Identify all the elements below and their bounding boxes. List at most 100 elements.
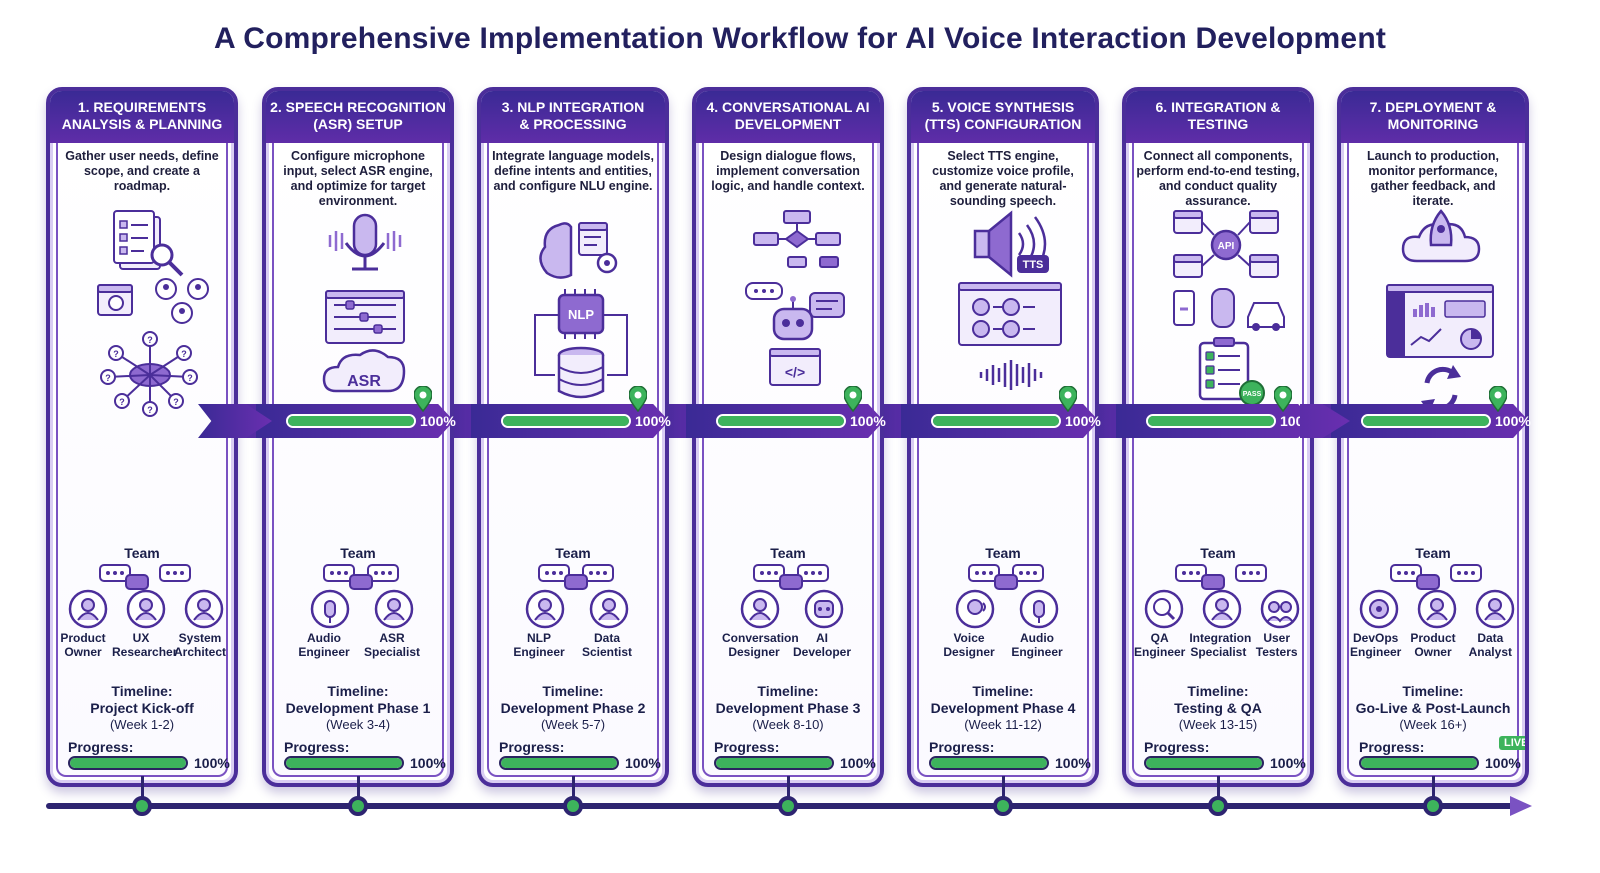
team-label: Team [770,545,806,561]
stage-illustration: ???????? [97,210,209,417]
svg-text:?: ? [181,349,187,359]
progress-bar [1144,756,1264,770]
connector-progress-value: 100% [420,413,456,429]
timeline-connector [787,776,790,800]
progress-bar [68,756,188,770]
team-member-name: Voice Designer [943,631,995,659]
timeline-phase: Development Phase 4 [930,700,1076,716]
progress-label: Progress: [284,739,350,755]
team-member-name: NLP Engineer [513,631,565,659]
connector-progress-bar [1361,414,1491,428]
stage-description: Gather user needs, define scope, and cre… [65,149,219,193]
svg-text:PASS: PASS [1243,391,1262,398]
timeline-phase: Development Phase 2 [500,700,646,716]
progress-label: Progress: [68,739,134,755]
stage-illustration: API PASS [1173,210,1285,406]
timeline-arrowhead-icon [1510,796,1532,816]
svg-text:?: ? [173,397,179,407]
timeline-milestone-marker [778,796,798,816]
timeline-connector [1217,776,1220,800]
progress-label: Progress: [499,739,565,755]
team-chat-icon [753,564,829,590]
progress-value: 100% [410,755,446,771]
connector-progress-bar [931,414,1061,428]
stage-description: Connect all components, perform end-to-e… [1136,149,1300,208]
svg-text:?: ? [147,335,153,345]
team-label: Team [985,545,1021,561]
team-members: Audio Engineer ASR Specialist [274,631,442,659]
stage-heading: 6. INTEGRATION & TESTING [1126,91,1310,143]
timeline-milestone-marker [348,796,368,816]
progress-value: 100% [194,755,230,771]
rocket-cloud-icon [1401,209,1481,263]
team-member-avatar-icon [310,589,350,634]
svg-text:TTS: TTS [1023,259,1044,271]
progress-bar-fill [501,758,617,768]
team-member-avatar-icon [955,589,995,634]
stage-card-1: 1. REQUIREMENTS ANALYSIS & PLANNING Gath… [46,87,238,787]
timeline-label: Timeline: [542,683,604,699]
timeline-connector [141,776,144,800]
stage-body: Launch to production, monitor performanc… [1347,143,1525,777]
timeline-milestone-marker [993,796,1013,816]
team-member-avatar-icon [1417,589,1457,634]
waveform-icon [979,360,1043,390]
stage-body: Connect all components, perform end-to-e… [1132,143,1306,777]
timeline-phase: Go-Live & Post-Launch [1355,700,1511,716]
team-member-avatar-icon [1475,589,1515,634]
team-member-avatar-icon [1019,589,1059,634]
timeline-milestone-marker [132,796,152,816]
nlp-chip-icon: NLP [534,289,628,376]
timeline-label: Timeline: [111,683,173,699]
team-member-name: Audio Engineer [298,631,350,659]
stage-illustration: </> [745,210,845,386]
voice-profiles-icon [958,282,1062,346]
timeline-milestone-marker [1423,796,1443,816]
stage-description: Design dialogue flows, implement convers… [711,149,865,193]
team-member-avatar-icon [804,589,844,634]
location-pin-icon [843,385,863,417]
team-member-avatar-icon [1359,589,1399,634]
progress-bar [1359,756,1479,770]
team-label: Team [1200,545,1236,561]
team-member-name: Integration Specialist [1189,631,1252,659]
timeline-weeks: (Week 11-12) [964,717,1042,732]
team-member-name: Data Scientist [581,631,632,659]
svg-text:?: ? [187,373,193,383]
dashboard-icon [1386,284,1494,358]
connector-progress-fill [933,416,1059,426]
location-pin-icon [1488,385,1508,417]
stage-description: Configure microphone input, select ASR e… [283,149,433,208]
team-member-avatar-icon [374,589,414,634]
svg-text:</>: </> [785,364,805,380]
connector-progress-value: 100% [1495,413,1531,429]
connector-progress-bar [501,414,631,428]
team-member-avatar-icon [68,589,108,634]
progress-value: 100% [1055,755,1091,771]
connector-progress-fill [718,416,844,426]
progress-bar-fill [1361,758,1477,768]
api-hub-icon: API [1173,210,1279,278]
progress-bar-fill [286,758,402,768]
chat-bubbles-icon [745,282,845,318]
timeline-label: Timeline: [1187,683,1249,699]
timeline-milestone-marker [563,796,583,816]
stage-heading: 5. VOICE SYNTHESIS (TTS) CONFIGURATION [911,91,1095,143]
team-chat-icon [323,564,399,590]
svg-text:?: ? [113,349,119,359]
progress-value: 100% [840,755,876,771]
team-chat-icon [99,564,191,590]
code-window-icon: </> [769,348,821,386]
progress-bar [499,756,619,770]
stage-illustration: NLP [534,222,628,399]
stage-body: Design dialogue flows, implement convers… [702,143,876,777]
location-pin-icon [413,385,433,417]
stakeholders-icon [97,278,209,324]
timeline-label: Timeline: [327,683,389,699]
equalizer-icon [325,290,405,344]
team-member-name: Product Owner [60,631,106,659]
brain-icon [539,222,618,279]
team-member-name: ASR Specialist [363,631,421,659]
progress-label: Progress: [929,739,995,755]
